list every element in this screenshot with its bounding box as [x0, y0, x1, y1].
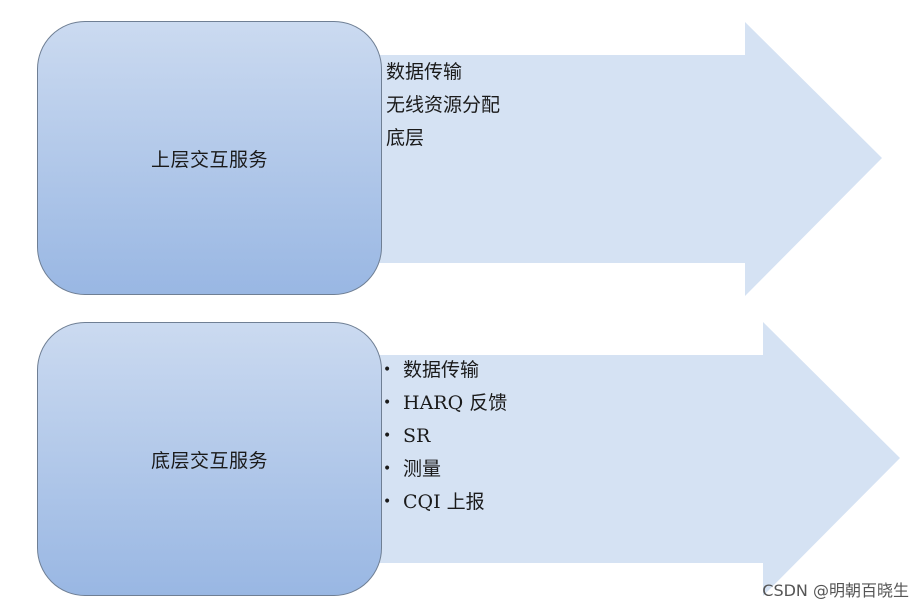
watermark: CSDN @明朝百晓生: [762, 581, 909, 600]
upper-arrow: [370, 22, 882, 296]
bullet-dot-icon: •: [383, 395, 392, 411]
lower-arrow: [370, 322, 900, 596]
list-item: •HARQ 反馈: [383, 387, 507, 420]
bullet-dot-icon: •: [383, 494, 392, 510]
list-item: •CQI 上报: [383, 486, 507, 519]
list-item: •数据传输: [383, 354, 507, 387]
upper-service-box: 上层交互服务: [37, 21, 382, 295]
bullet-dot-icon: •: [383, 428, 392, 444]
list-item: 无线资源分配: [386, 94, 501, 116]
lower-service-box: 底层交互服务: [37, 322, 382, 596]
bullet-dot-icon: •: [383, 461, 392, 477]
lower-items-list: •数据传输 •HARQ 反馈 •SR •测量 •CQI 上报: [383, 354, 507, 519]
list-item: 底层: [386, 127, 425, 149]
upper-items-list: 数据传输 无线资源分配 底层: [386, 56, 500, 155]
list-item: 数据传输: [386, 61, 463, 83]
lower-service-label: 底层交互服务: [150, 449, 268, 472]
upper-service-label: 上层交互服务: [150, 148, 268, 171]
list-item: •SR: [383, 420, 507, 453]
bullet-dot-icon: •: [383, 362, 392, 378]
list-item: •测量: [383, 453, 507, 486]
